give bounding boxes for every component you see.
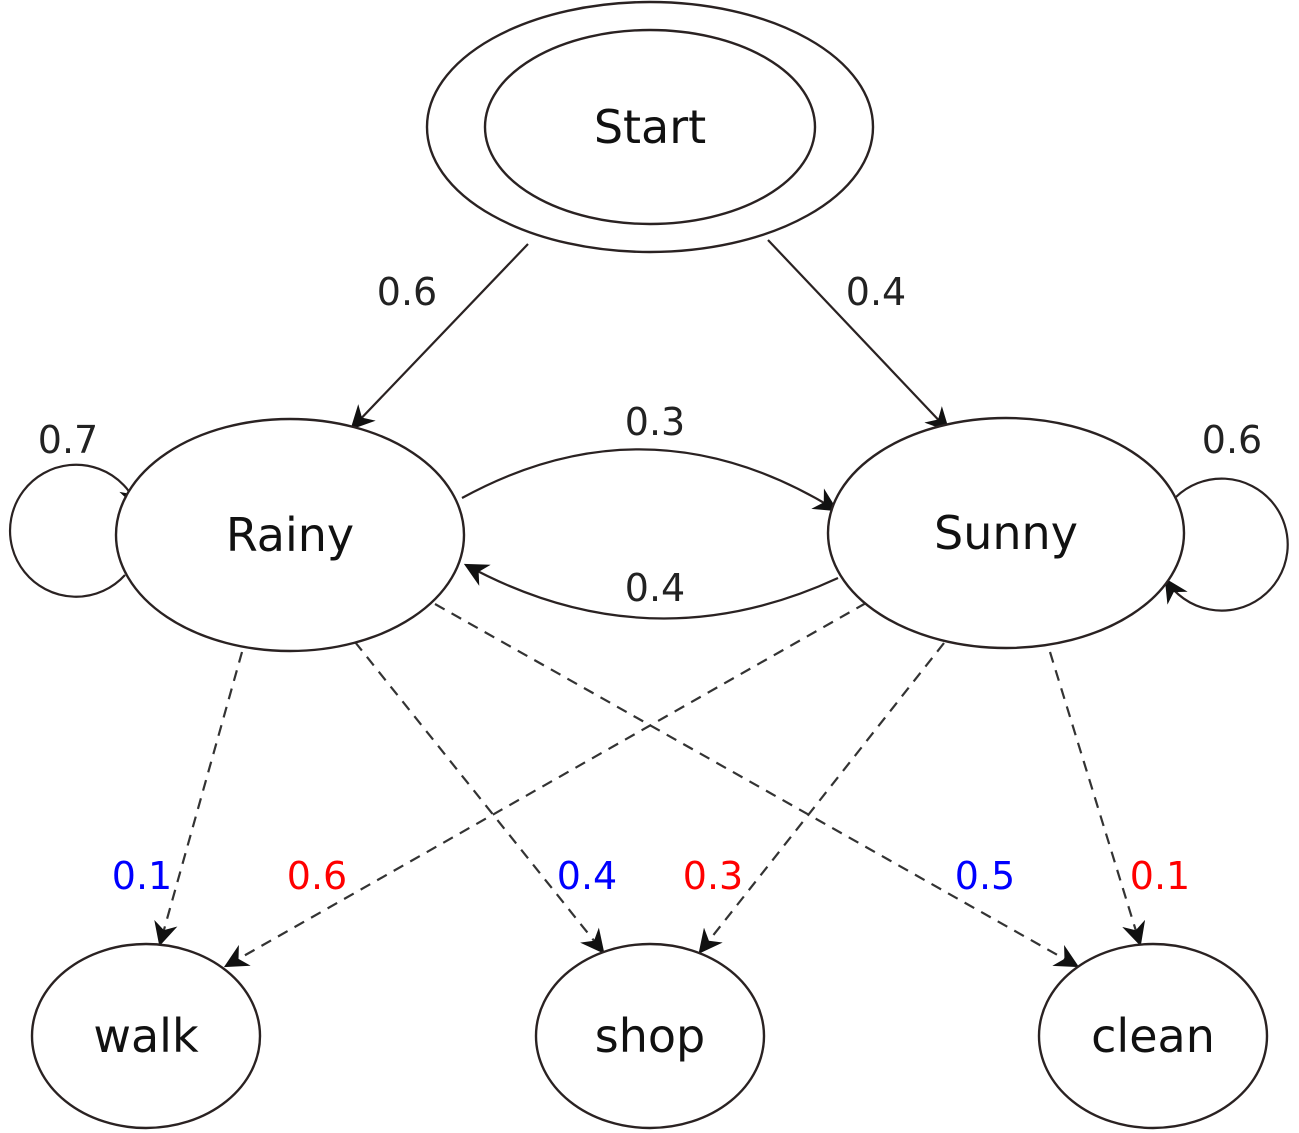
edge-rainy-self xyxy=(8,463,142,598)
node-walk-label: walk xyxy=(93,1009,199,1063)
node-walk: walk xyxy=(30,942,262,1130)
node-shop-label: shop xyxy=(595,1009,705,1063)
edge-sunny-walk xyxy=(223,602,867,968)
edge-rainy-shop xyxy=(354,641,605,954)
label-sunny-clean: 0.1 xyxy=(1130,854,1190,898)
edge-rainy-walk xyxy=(154,651,244,947)
edge-rainy-clean xyxy=(434,603,1080,968)
label-rainy-clean: 0.5 xyxy=(955,854,1015,898)
label-rainy-walk: 0.1 xyxy=(112,854,172,898)
node-clean-label: clean xyxy=(1091,1009,1215,1063)
node-sunny-label: Sunny xyxy=(934,506,1078,560)
label-sunny-self: 0.6 xyxy=(1202,418,1262,462)
label-sunny-walk: 0.6 xyxy=(287,854,347,898)
node-start-label: Start xyxy=(594,100,706,154)
edge-sunny-rainy xyxy=(463,563,839,620)
node-start: Start xyxy=(425,0,875,254)
edge-sunny-shop xyxy=(698,642,945,954)
node-shop: shop xyxy=(534,942,766,1130)
label-sunny-rainy: 0.4 xyxy=(625,566,685,610)
node-rainy-label: Rainy xyxy=(226,508,354,562)
label-rainy-shop: 0.4 xyxy=(557,854,617,898)
label-start-rainy: 0.6 xyxy=(377,270,437,314)
edge-start-sunny xyxy=(767,239,950,432)
edge-rainy-sunny xyxy=(461,448,839,512)
node-clean: clean xyxy=(1037,942,1269,1130)
label-rainy-sunny: 0.3 xyxy=(625,400,685,444)
label-start-sunny: 0.4 xyxy=(846,270,906,314)
node-rainy: Rainy xyxy=(114,417,466,653)
node-sunny: Sunny xyxy=(826,416,1186,650)
edge-start-rainy xyxy=(350,243,529,430)
edge-sunny-clean xyxy=(1048,651,1146,947)
label-rainy-self: 0.7 xyxy=(38,418,98,462)
label-sunny-shop: 0.3 xyxy=(683,854,743,898)
edge-sunny-self xyxy=(1164,477,1289,612)
